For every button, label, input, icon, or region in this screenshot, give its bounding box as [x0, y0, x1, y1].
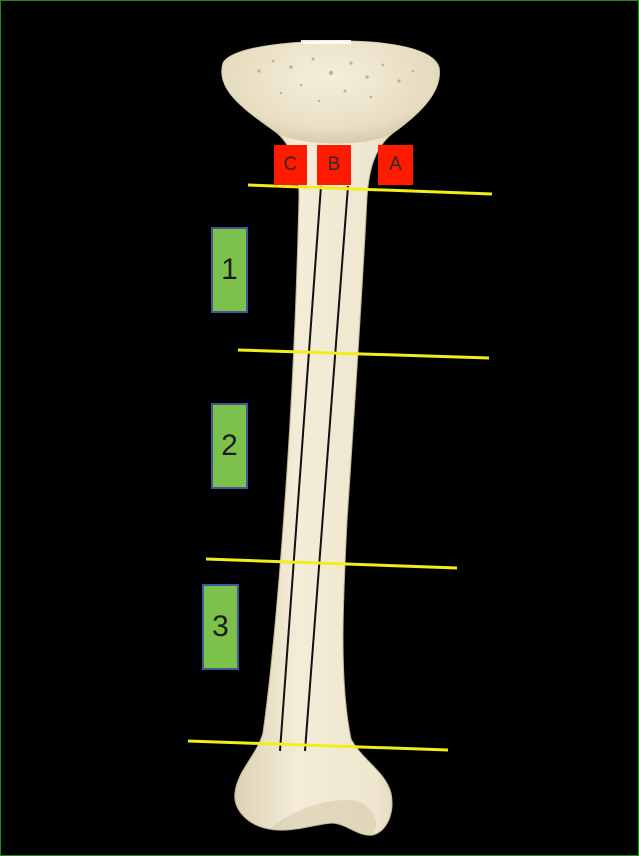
column-label-c: C — [274, 145, 307, 185]
column-label-b: B — [317, 145, 351, 185]
head-highlight — [301, 40, 351, 44]
column-label-a: A — [378, 145, 413, 185]
segment-label-3: 3 — [202, 584, 239, 670]
boundary-line-1-2 — [238, 350, 489, 358]
segment-label-2: 2 — [211, 403, 248, 489]
segment-label-1: 1 — [211, 227, 248, 313]
boundary-line-top — [248, 185, 492, 194]
tibia-head — [222, 41, 440, 144]
